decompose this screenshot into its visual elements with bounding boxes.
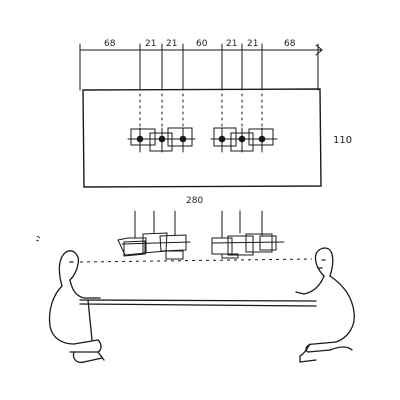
lamp-shade	[259, 235, 277, 251]
person-left-forearm	[87, 299, 93, 341]
pendant-dot	[179, 135, 187, 143]
person-left-legs	[72, 351, 103, 364]
width-label: 280	[186, 196, 203, 206]
person-left-back	[48, 285, 75, 345]
table-elevation	[79, 299, 317, 307]
person-left-arm	[69, 279, 101, 299]
lamp-shade	[211, 237, 233, 255]
table-top-line	[79, 299, 317, 302]
person-left	[48, 250, 105, 364]
person-right-back	[329, 275, 355, 343]
margin-mark	[35, 235, 41, 242]
person-right	[295, 247, 355, 363]
projection-lines	[139, 93, 263, 129]
pendant-points	[136, 135, 266, 143]
dim-label: 21	[247, 39, 258, 49]
dim-label: 21	[166, 39, 177, 49]
dimension-labels: 68 21 21 60 21 21 68	[104, 39, 296, 49]
person-left-seat	[69, 339, 102, 353]
eye-level-line	[79, 258, 313, 263]
dim-label-right: 68	[284, 39, 296, 49]
lamp-shade	[159, 234, 187, 252]
person-right-seat	[305, 341, 337, 353]
elevation-lamps	[117, 210, 285, 260]
pendant-dot	[258, 135, 266, 143]
pendant-dot	[136, 135, 144, 143]
lamp-shade	[123, 240, 146, 257]
person-right-legs	[299, 343, 317, 363]
plan-view	[82, 88, 322, 188]
person-left-head	[58, 250, 80, 287]
person-right-head	[314, 247, 334, 277]
dim-label-center: 60	[196, 39, 208, 49]
lamp-shade	[165, 250, 184, 260]
table-top-outline	[82, 88, 322, 188]
pendant-dot	[238, 135, 246, 143]
lamp-shade	[245, 233, 273, 253]
dim-label: 21	[145, 39, 156, 49]
dim-label-left: 68	[104, 39, 116, 49]
dim-label: 21	[226, 39, 237, 49]
depth-label: 110	[333, 135, 352, 146]
lamp-shade	[117, 237, 147, 256]
lamp-shade	[227, 235, 254, 256]
pendant-dot	[218, 135, 226, 143]
dimension-chain	[79, 43, 323, 91]
pendant-dot	[158, 135, 166, 143]
lamp-shade	[221, 253, 239, 259]
person-right-arm	[295, 275, 325, 295]
